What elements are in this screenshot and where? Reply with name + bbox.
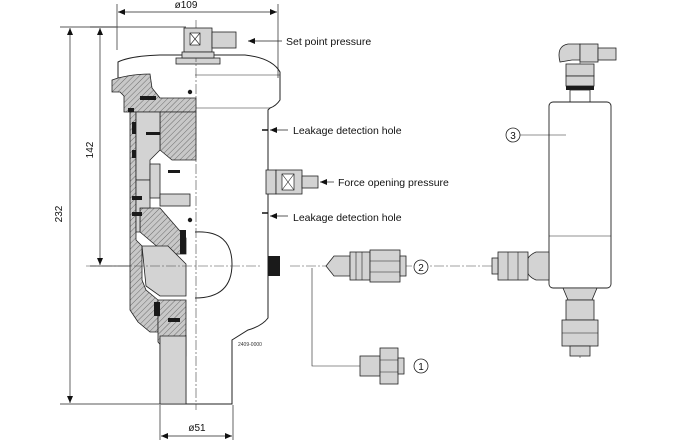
dimension-overall-height: 232 bbox=[54, 26, 186, 405]
item-number-1: 1 bbox=[418, 362, 424, 373]
valve-section bbox=[111, 73, 197, 405]
item-balloon-2: 2 bbox=[413, 259, 429, 275]
dimension-bottom-diameter: ø51 bbox=[159, 405, 234, 440]
top-diameter-label: ø109 bbox=[175, 0, 198, 11]
item-number-3: 3 bbox=[510, 131, 516, 142]
bottom-diameter-label: ø51 bbox=[188, 423, 206, 434]
drawing-number: 2409-0000 bbox=[238, 342, 262, 348]
plug-fitting-1 bbox=[311, 268, 405, 385]
filter-housing-3 bbox=[491, 43, 617, 357]
set-point-fitting bbox=[181, 27, 237, 59]
connector-fitting-2 bbox=[325, 249, 407, 283]
overall-height-label: 232 bbox=[54, 205, 65, 222]
force-opening-pressure-label: Force opening pressure bbox=[338, 177, 449, 189]
item-balloon-1: 1 bbox=[413, 358, 429, 374]
side-port-nut bbox=[268, 256, 280, 276]
item-balloon-3: 3 bbox=[505, 127, 521, 143]
upper-height-label: 142 bbox=[85, 141, 96, 158]
force-opening-fitting bbox=[265, 169, 319, 195]
leakage-hole-upper-label: Leakage detection hole bbox=[293, 125, 402, 137]
dimension-upper-height: 142 bbox=[85, 26, 130, 267]
set-point-pressure-label: Set point pressure bbox=[286, 36, 371, 48]
callout-arrows bbox=[248, 38, 566, 219]
item-number-2: 2 bbox=[418, 263, 424, 274]
leakage-hole-lower-label: Leakage detection hole bbox=[293, 212, 402, 224]
